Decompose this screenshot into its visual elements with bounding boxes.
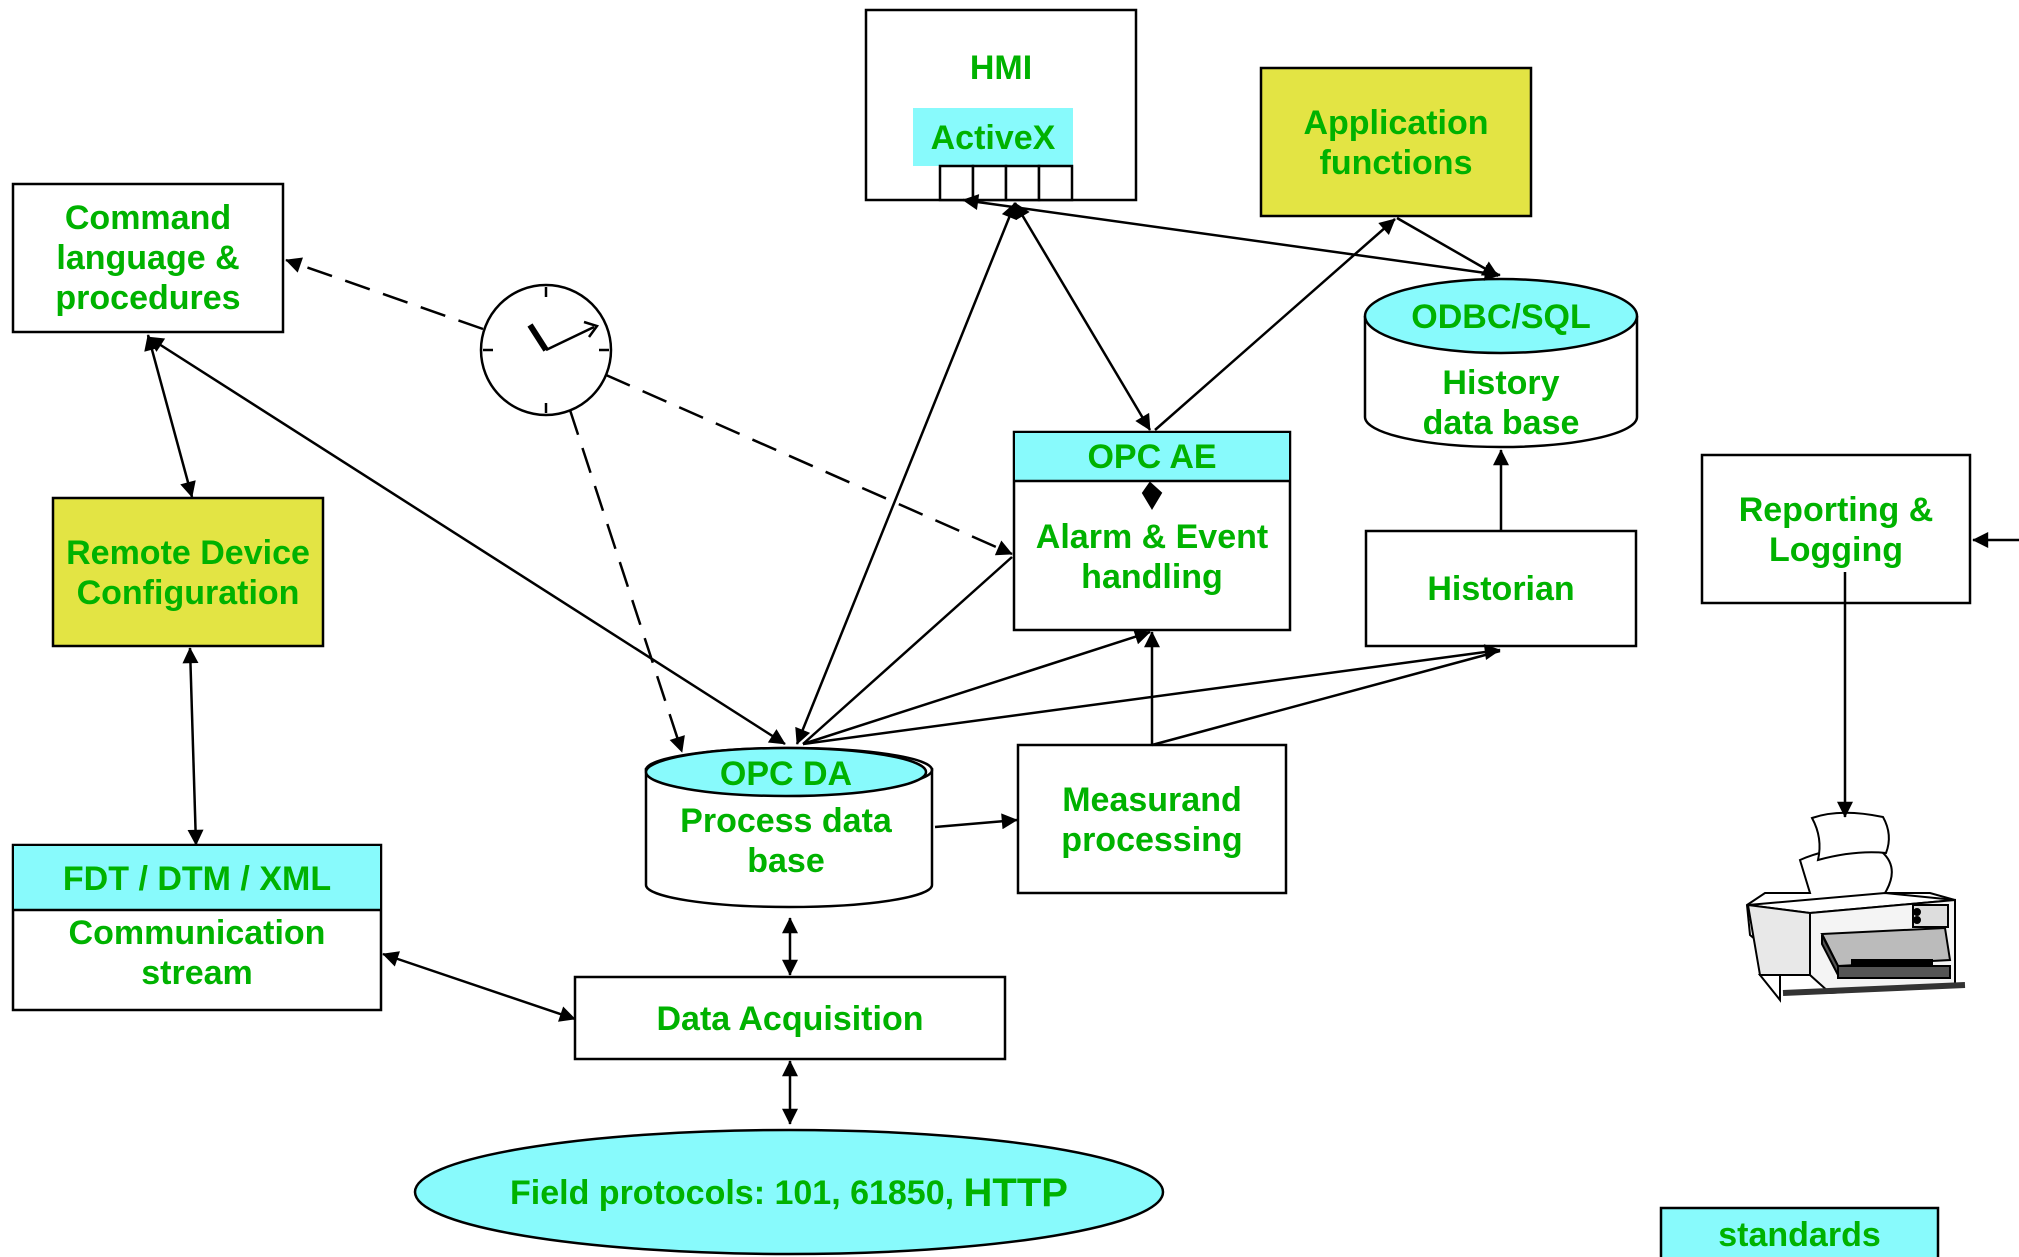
data-acquisition-label: Data Acquisition: [656, 999, 924, 1038]
clock-icon: [479, 283, 613, 417]
odbc-body-label: History data base: [1422, 364, 1580, 442]
opcda-cylinder: [644, 746, 934, 909]
opcae-body-label: Alarm & Event handling: [1035, 518, 1269, 596]
standards-label: standards: [1718, 1215, 1881, 1254]
hmi-label: HMI: [969, 48, 1033, 87]
connectors: [144, 194, 2019, 1125]
opcae-header-box: [1015, 433, 1289, 481]
dashed-connectors: [285, 257, 1013, 753]
standards-box: [1659, 1206, 1940, 1257]
opcda-header-label: OPC DA: [719, 754, 853, 793]
printer-icon: [1745, 811, 1966, 1003]
activex-ports: [938, 164, 1074, 202]
activex-box: [913, 108, 1073, 166]
fdt-header-box: [14, 846, 380, 910]
field-protocols-label: Field protocols: 101, 61850, HTTP: [415, 1165, 1163, 1220]
application-label: Application functions: [1303, 104, 1489, 182]
opcae-header-label: OPC AE: [1087, 437, 1217, 476]
command-label: Command language & procedures: [55, 199, 241, 317]
historian-box: [1364, 529, 1638, 648]
opcda-body-label: Process data base: [680, 802, 892, 880]
measurand-label: Measurand processing: [1061, 781, 1243, 859]
fdt-body-label: Communication stream: [68, 914, 326, 992]
odbc-header-label: ODBC/SQL: [1411, 297, 1591, 336]
field-protocols-text: Field protocols: 101, 61850,: [510, 1173, 955, 1212]
remote-label: Remote Device Configuration: [66, 534, 310, 612]
field-protocols-ellipse: [413, 1128, 1165, 1256]
reporting-box: [1700, 453, 1972, 605]
activex-label: ActiveX: [930, 118, 1056, 157]
odbc-cylinder: [1363, 277, 1639, 449]
field-http-text: HTTP: [963, 1170, 1068, 1215]
fdt-header-label: FDT / DTM / XML: [62, 859, 332, 898]
data-acquisition-box: [573, 975, 1007, 1061]
historian-label: Historian: [1427, 569, 1575, 608]
measurand-box: [1016, 743, 1288, 895]
reporting-label: Reporting & Logging: [1738, 491, 1934, 569]
command-box: [11, 182, 285, 334]
application-box: [1259, 66, 1533, 218]
